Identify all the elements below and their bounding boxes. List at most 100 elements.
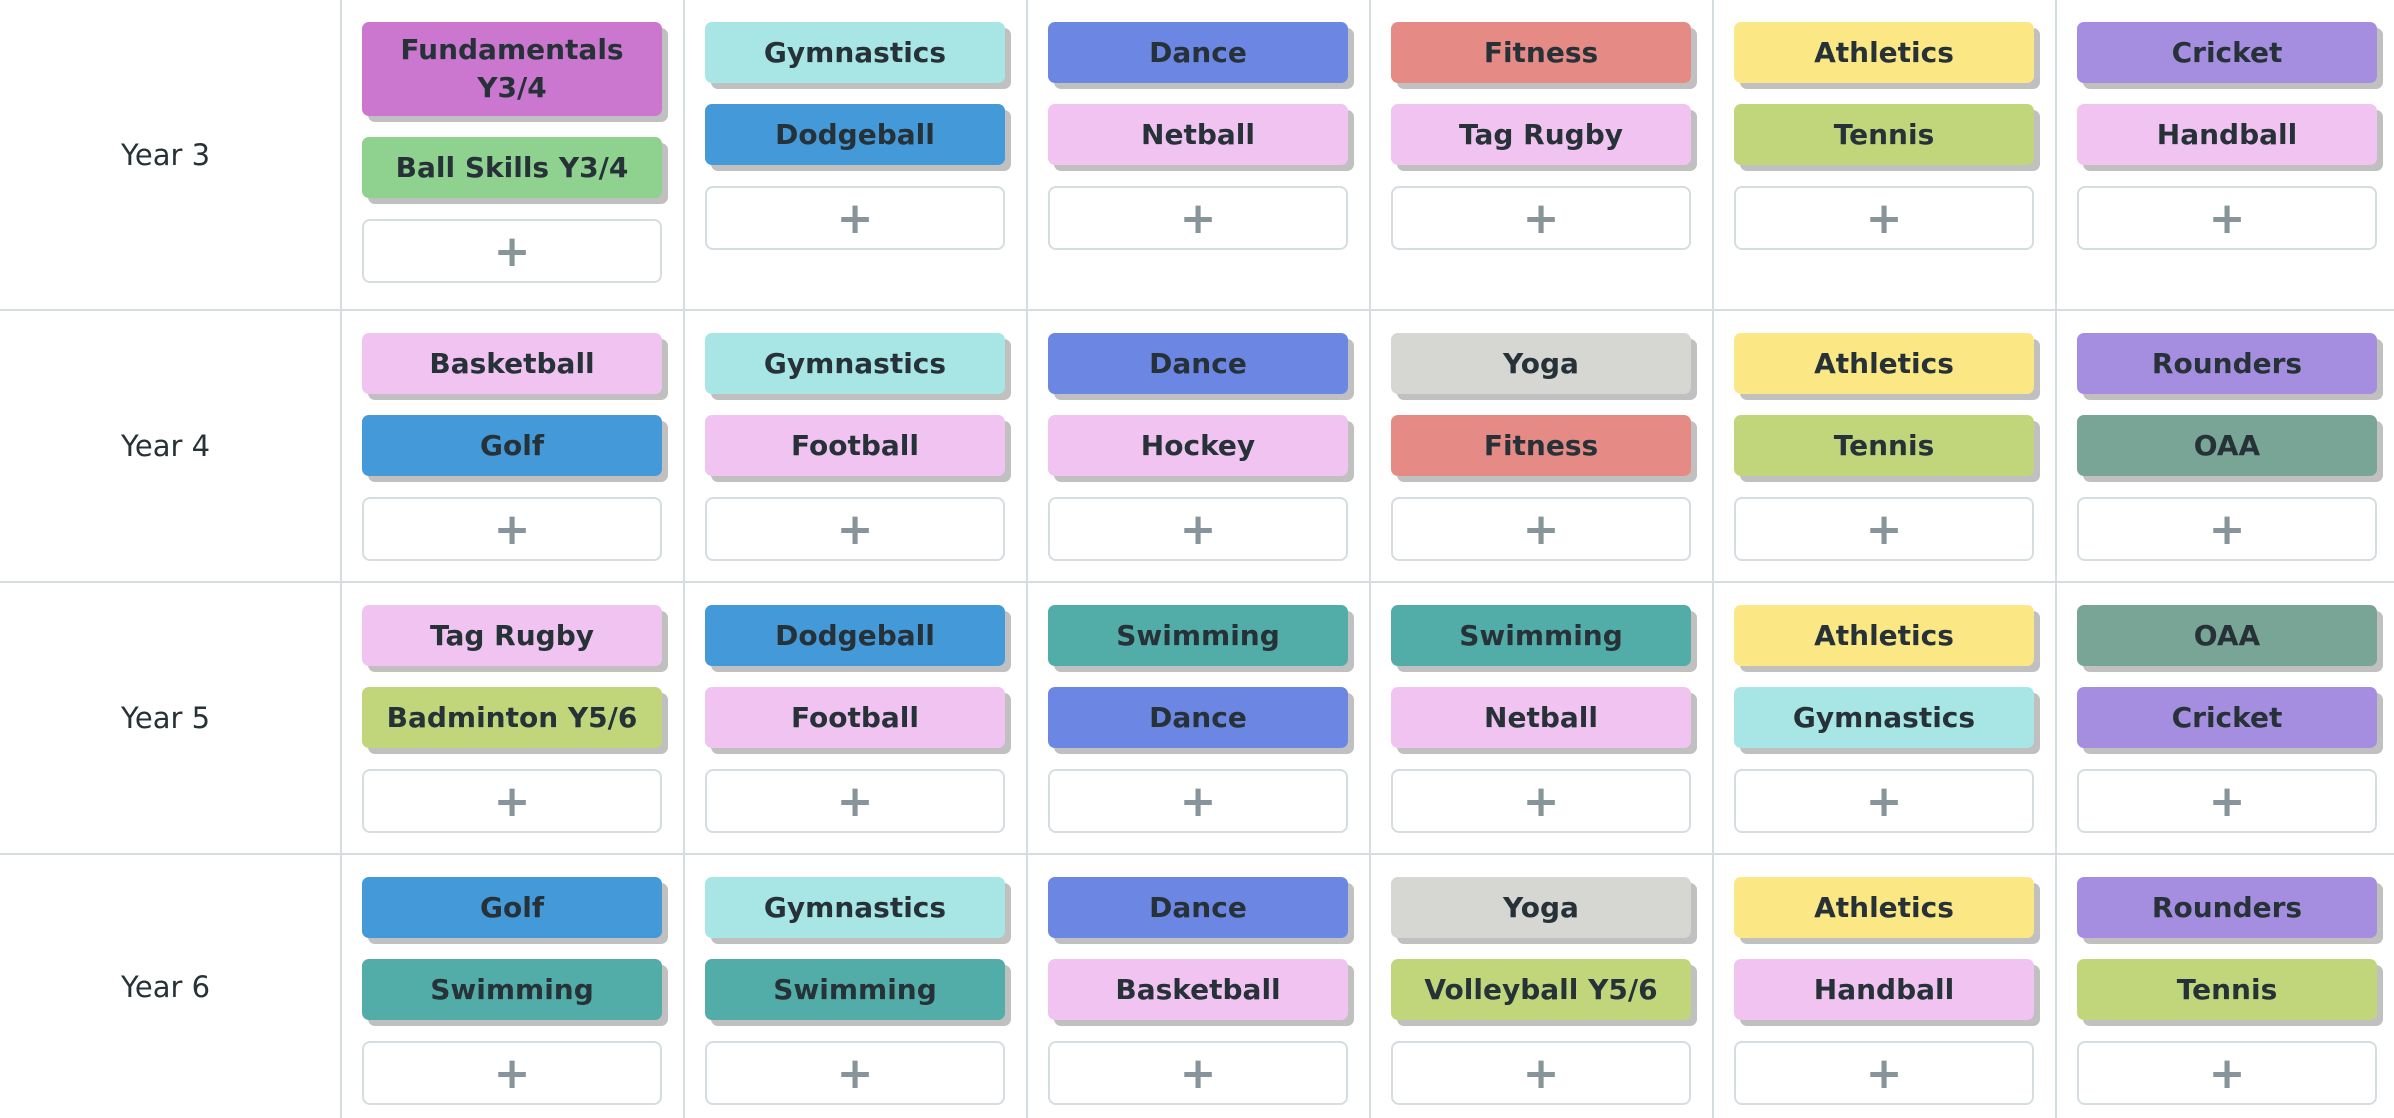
add-activity-button[interactable]: +	[705, 497, 1005, 561]
activity-card[interactable]: OAA	[2077, 415, 2377, 476]
add-activity-button[interactable]: +	[2077, 769, 2377, 833]
activity-card[interactable]: Yoga	[1391, 877, 1691, 938]
add-activity-button[interactable]: +	[1391, 1041, 1691, 1105]
add-activity-button[interactable]: +	[705, 186, 1005, 250]
activity-card[interactable]: Netball	[1048, 104, 1348, 165]
activity-card[interactable]: Netball	[1391, 687, 1691, 748]
activity-card[interactable]: Handball	[1734, 959, 2034, 1020]
plus-icon: +	[1179, 503, 1217, 555]
add-activity-button[interactable]: +	[2077, 186, 2377, 250]
add-activity-button[interactable]: +	[1391, 186, 1691, 250]
activity-card[interactable]: Ball Skills Y3/4	[362, 137, 662, 198]
add-activity-button[interactable]: +	[1048, 1041, 1348, 1105]
activity-card[interactable]: Tennis	[1734, 415, 2034, 476]
add-activity-button[interactable]: +	[1048, 497, 1348, 561]
add-activity-button[interactable]: +	[1734, 1041, 2034, 1105]
activity-card[interactable]: Golf	[362, 877, 662, 938]
activity-card[interactable]: Athletics	[1734, 877, 2034, 938]
activity-card[interactable]: Football	[705, 687, 1005, 748]
activity-card[interactable]: Tennis	[2077, 959, 2377, 1020]
activity-card[interactable]: Golf	[362, 415, 662, 476]
add-activity-button[interactable]: +	[705, 769, 1005, 833]
activity-card[interactable]: Swimming	[705, 959, 1005, 1020]
plus-icon: +	[1179, 1047, 1217, 1099]
plus-icon: +	[493, 225, 531, 277]
year-label: Year 3	[0, 0, 340, 311]
activity-card[interactable]: OAA	[2077, 605, 2377, 666]
activity-card[interactable]: Fitness	[1391, 22, 1691, 83]
activity-card[interactable]: Gymnastics	[705, 877, 1005, 938]
activity-card[interactable]: Athletics	[1734, 605, 2034, 666]
add-activity-button[interactable]: +	[362, 219, 662, 283]
activity-card[interactable]: Badminton Y5/6	[362, 687, 662, 748]
plus-icon: +	[836, 1047, 874, 1099]
plus-icon: +	[2208, 503, 2246, 555]
plus-icon: +	[1522, 192, 1560, 244]
plus-icon: +	[1865, 1047, 1903, 1099]
activity-card[interactable]: Basketball	[1048, 959, 1348, 1020]
year-label: Year 6	[121, 969, 211, 1004]
add-activity-button[interactable]: +	[362, 497, 662, 561]
term-cell: OAA Cricket +	[2055, 583, 2394, 855]
plus-icon: +	[1179, 192, 1217, 244]
activity-card[interactable]: Tag Rugby	[1391, 104, 1691, 165]
activity-card[interactable]: Dance	[1048, 877, 1348, 938]
activity-card[interactable]: Cricket	[2077, 22, 2377, 83]
activity-card[interactable]: Handball	[2077, 104, 2377, 165]
add-activity-button[interactable]: +	[1734, 186, 2034, 250]
add-activity-button[interactable]: +	[1734, 769, 2034, 833]
activity-card[interactable]: Volleyball Y5/6	[1391, 959, 1691, 1020]
activity-card[interactable]: Dance	[1048, 333, 1348, 394]
add-activity-button[interactable]: +	[362, 769, 662, 833]
plus-icon: +	[2208, 1047, 2246, 1099]
activity-card[interactable]: Swimming	[1391, 605, 1691, 666]
activity-card[interactable]: Dance	[1048, 687, 1348, 748]
add-activity-button[interactable]: +	[362, 1041, 662, 1105]
activity-card[interactable]: Gymnastics	[1734, 687, 2034, 748]
activity-card[interactable]: Dodgeball	[705, 104, 1005, 165]
activity-card[interactable]: Dodgeball	[705, 605, 1005, 666]
activity-card[interactable]: Fitness	[1391, 415, 1691, 476]
add-activity-button[interactable]: +	[705, 1041, 1005, 1105]
activity-card[interactable]: Football	[705, 415, 1005, 476]
activity-card[interactable]: Athletics	[1734, 22, 2034, 83]
activity-card[interactable]: Rounders	[2077, 877, 2377, 938]
plus-icon: +	[493, 775, 531, 827]
activity-card[interactable]: Yoga	[1391, 333, 1691, 394]
activity-card[interactable]: Athletics	[1734, 333, 2034, 394]
plus-icon: +	[493, 503, 531, 555]
activity-card[interactable]: Gymnastics	[705, 333, 1005, 394]
add-activity-button[interactable]: +	[1734, 497, 2034, 561]
add-activity-button[interactable]: +	[1391, 497, 1691, 561]
activity-card[interactable]: Rounders	[2077, 333, 2377, 394]
add-activity-button[interactable]: +	[1048, 769, 1348, 833]
activity-card[interactable]: Fundamentals Y3/4	[362, 22, 662, 116]
add-activity-button[interactable]: +	[1048, 186, 1348, 250]
add-activity-button[interactable]: +	[2077, 1041, 2377, 1105]
add-activity-button[interactable]: +	[2077, 497, 2377, 561]
activity-card[interactable]: Gymnastics	[705, 22, 1005, 83]
activity-card[interactable]: Tag Rugby	[362, 605, 662, 666]
activity-card[interactable]: Hockey	[1048, 415, 1348, 476]
plus-icon: +	[836, 503, 874, 555]
plus-icon: +	[1865, 775, 1903, 827]
activity-card[interactable]: Cricket	[2077, 687, 2377, 748]
add-activity-button[interactable]: +	[1391, 769, 1691, 833]
activity-card[interactable]: Swimming	[362, 959, 662, 1020]
activity-card[interactable]: Swimming	[1048, 605, 1348, 666]
activity-card[interactable]: Tennis	[1734, 104, 2034, 165]
activity-card[interactable]: Basketball	[362, 333, 662, 394]
activity-card[interactable]: Dance	[1048, 22, 1348, 83]
